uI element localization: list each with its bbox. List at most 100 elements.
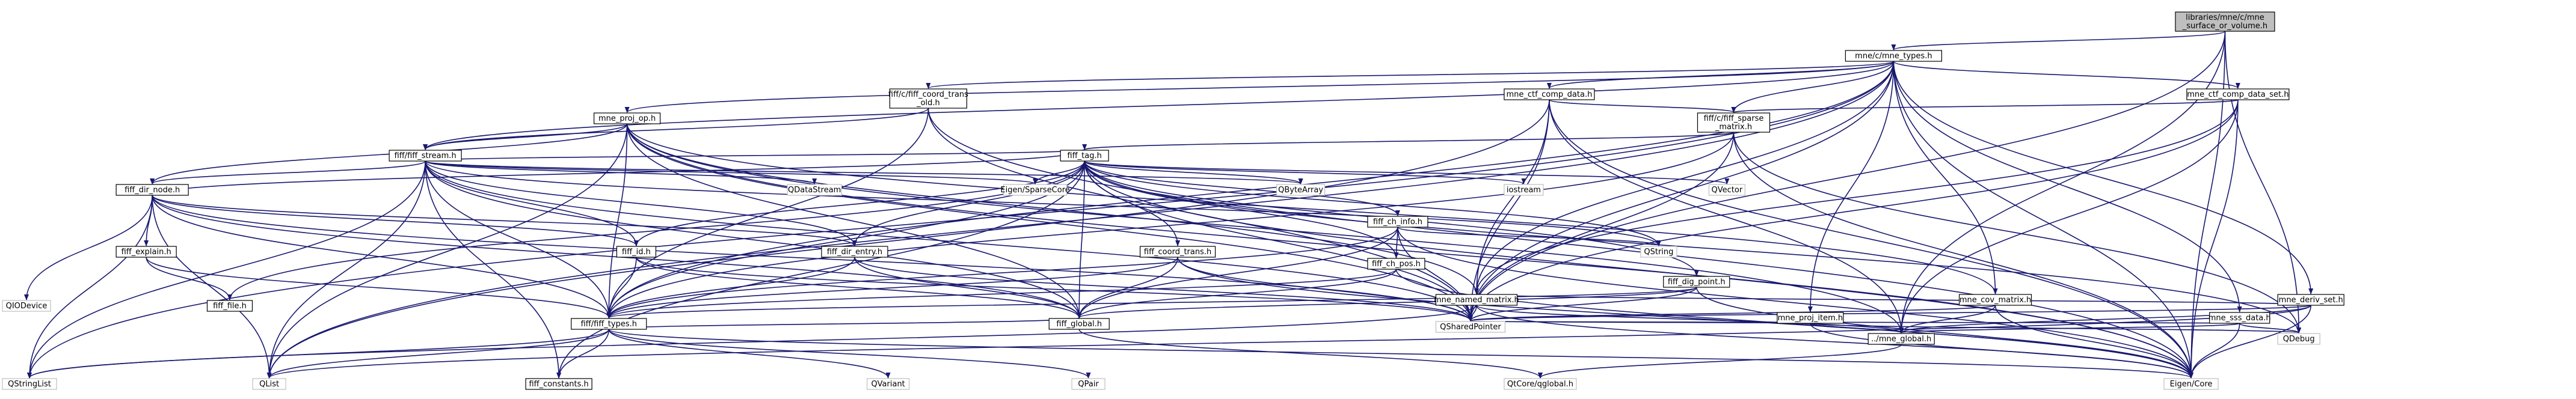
node-box [616,246,657,258]
edge-fiff_dir_node-to-fiff_dir_entry [152,195,857,246]
node-box [2277,294,2344,306]
edge-mne_types-to-mne_cov_matrix [1893,61,1998,294]
node-box [1504,184,1544,196]
edge-mne_deriv_set-to-qsharedpointer [1468,305,2311,321]
edge-fiff_dir_entry-to-qsharedpointer [854,257,1473,321]
node-fiff-ch-info[interactable]: fiff_ch_info.h [1367,216,1428,228]
node-fiff-sparse-matrix[interactable]: fiff/c/fiff_sparse_matrix.h [1697,112,1771,133]
edge-fiff_dir_node-to-fiff_types [152,195,612,318]
node-fiff-types[interactable]: fiff/fiff_types.h [571,318,647,330]
node-iostream: iostream [1504,184,1544,196]
edge-mne_types-to-mne_sss_data [1893,61,2242,312]
edge-mne_proj_op-to-mne_global [626,123,1904,334]
edge-mne_ctf_comp_data_set-to-qsharedpointer [1468,99,2239,321]
node-fiff-constants[interactable]: fiff_constants.h [525,378,592,390]
node-label: fiff_coord_trans.h [1144,248,1211,257]
node-label: mne_proj_item.h [1778,314,1843,323]
node-label: fiff_dir_node.h [124,186,180,195]
node-box [1958,294,2032,306]
edge-mne_named_matrix-to-qsharedpointer [1468,305,1477,321]
edge-mne_types-to-qstringlist [27,61,1895,379]
edge-mne_proj_op-to-mne_named_matrix [626,123,1479,294]
node-fiff-stream[interactable]: fiff/fiff_stream.h [389,150,462,162]
edge-fiff_types-to-fiff_global [608,317,1081,330]
node-label: fiff_tag.h [1068,151,1102,160]
node-fiff-global[interactable]: fiff_global.h [1048,318,1110,330]
edge-mne_ctf_comp_data-to-eigen_core [1549,99,2193,379]
node-qstringlist: QStringList [2,378,57,390]
edge-mne_proj_op-to-mne_cov_matrix [626,123,1998,294]
edge-fiff_coord_trans-to-qsharedpointer [1177,257,1473,321]
edge-mne_ctf_comp_data_set-to-eigen_core [2189,99,2239,379]
node-box [889,88,968,109]
node-fiff-file[interactable]: fiff_file.h [206,300,253,312]
node-label: mne_ctf_comp_data_set.h [2187,90,2289,99]
node-mne-proj-item[interactable]: mne_proj_item.h [1777,312,1844,324]
edge-mne_ctf_comp_data_set-to-mne_named_matrix [1474,99,2239,294]
edge-mne_sss_data-to-mne_global [1899,323,2240,334]
edge-mne_proj_item-to-mne_global [1810,323,1904,334]
node-mne-global[interactable]: ../mne_global.h [1867,333,1935,345]
edge-fiff_ch_info-to-fiff_types [606,227,1398,318]
node-fiff-coord-trans-old[interactable]: fiff/c/fiff_coord_trans_old.h [888,88,968,109]
edge-mne_cov_matrix-to-qsharedpointer [1468,305,1996,321]
edge-fiff_dir_node-to-fiff_global [152,195,1082,318]
node-box [1708,184,1745,196]
node-mne-types[interactable]: mne/c/mne_types.h [1845,50,1942,62]
node-root[interactable]: libraries/mne/c/mne_surface_or_volume.h [2175,11,2275,32]
node-label: fiff_explain.h [121,248,171,257]
node-mne-proj-op[interactable]: mne_proj_op.h [594,112,661,124]
edge-fiff_types-to-qlist [266,329,610,379]
node-mne-ctf-comp-data-set[interactable]: mne_ctf_comp_data_set.h [2186,88,2290,100]
node-eigen-core: Eigen/Core [2163,378,2219,390]
node-mne-ctf-comp-data[interactable]: mne_ctf_comp_data.h [1504,88,1595,100]
node-fiff-dir-entry[interactable]: fiff_dir_entry.h [821,246,888,258]
node-fiff-id[interactable]: fiff_id.h [616,246,657,258]
edge-mne_cov_matrix-to-mne_global [1899,305,1996,334]
edge-fiff_tag-to-fiff_id [634,160,1085,246]
edge-fiff_dig_point-to-qsharedpointer [1468,287,1697,321]
edge-mne_proj_op-to-fiff_global [626,123,1082,318]
node-label: mne_named_matrix.h [1434,296,1519,305]
node-fiff-ch-pos[interactable]: fiff_ch_pos.h [1367,258,1425,270]
edge-mne_ctf_comp_data_set-to-mne_global [1899,99,2239,334]
edge-fiff_tag-to-qbytearray [1084,160,1303,184]
edge-fiff_sparse_matrix-to-eigen_core [1733,132,2193,379]
node-box [115,246,177,258]
node-box [252,378,286,390]
edge-fiff_stream-to-fiff_types [425,160,612,318]
edge-mne_proj_item-to-eigen_core [1810,323,2193,379]
edge-fiff_dir_entry-to-fiff_global [854,257,1082,318]
edge-fiff_types-to-qpair [608,329,1091,379]
node-box [1504,88,1595,100]
edge-fiff_sparse_matrix-to-qsharedpointer [1468,132,1735,321]
edge-fiff_types-to-qstringlist [27,329,610,379]
edge-fiff_dir_node-to-fiff_id [152,195,639,246]
edge-mne_named_matrix-to-mne_global [1476,305,1904,334]
node-mne-named-matrix[interactable]: mne_named_matrix.h [1434,294,1519,306]
node-label: QByteArray [1278,186,1323,195]
edge-fiff_id-to-fiff_types [606,257,637,318]
node-fiff-tag[interactable]: fiff_tag.h [1060,150,1109,162]
edge-fiff_ch_pos-to-eigen_core [1395,269,2193,379]
node-label: QSharedPointer [1440,323,1501,332]
node-qtcore-global: QtCore/qglobal.h [1504,378,1577,390]
node-box [867,378,910,390]
node-box [1697,112,1771,133]
edge-fiff_stream-to-qlist [266,160,426,379]
edge-fiff_coord_trans-to-fiff_types [606,257,1178,318]
node-box [206,300,253,312]
node-box [1504,378,1577,390]
node-qvector: QVector [1708,184,1745,196]
node-mne-sss-data[interactable]: mne_sss_data.h [2209,312,2271,324]
node-mne-deriv-set[interactable]: mne_deriv_set.h [2277,294,2344,306]
node-fiff-dig-point[interactable]: fiff_dig_point.h [1663,276,1730,288]
node-label: mne_proj_op.h [598,114,656,123]
node-label: fiff/c/fiff_coord_trans [888,90,968,99]
edge-mne_proj_op-to-fiff_types [606,123,628,318]
node-fiff-coord-trans[interactable]: fiff_coord_trans.h [1139,246,1216,258]
node-fiff-dir-node[interactable]: fiff_dir_node.h [115,184,189,196]
edge-mne_cov_matrix-to-eigen_core [1994,305,2193,379]
node-mne-cov-matrix[interactable]: mne_cov_matrix.h [1958,294,2032,306]
node-fiff-explain[interactable]: fiff_explain.h [115,246,177,258]
